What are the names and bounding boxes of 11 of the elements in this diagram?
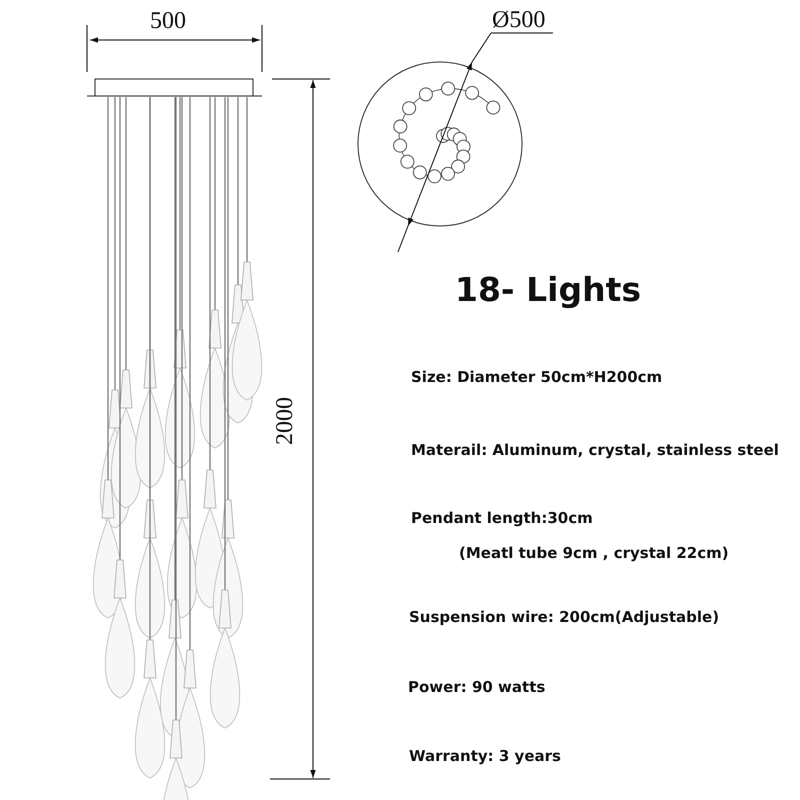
dimension-label: 500 — [150, 8, 186, 35]
spec-text: Warranty: 3 years — [409, 747, 561, 765]
spec-text: Materail: Aluminum, crystal, stainless steel — [411, 441, 779, 459]
dimension-label: Ø500 — [492, 7, 546, 34]
spec-text: Pendant length:30cm — [411, 509, 593, 527]
title: 18- Lights — [455, 270, 641, 309]
spec-text: Size: Diameter 50cm*H200cm — [411, 368, 662, 386]
spec-text: Power: 90 watts — [408, 678, 546, 696]
spec-text: Suspension wire: 200cm(Adjustable) — [409, 608, 720, 626]
dimension-label: 2000 — [272, 397, 299, 445]
spec-text: (Meatl tube 9cm , crystal 22cm) — [459, 544, 729, 562]
